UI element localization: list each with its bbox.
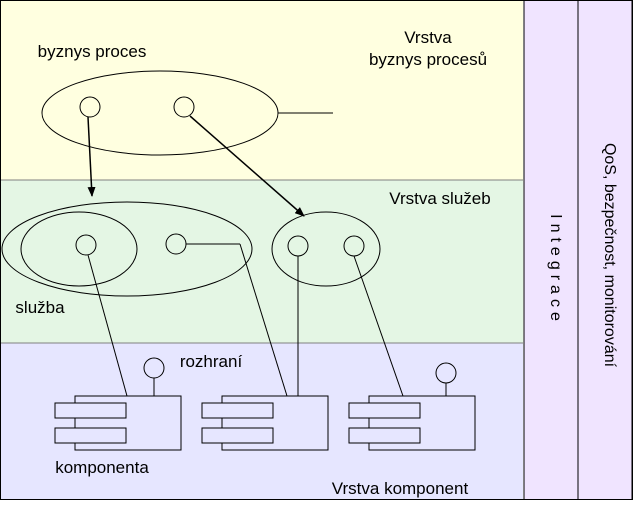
composite-service-outer-ellipse <box>1 201 253 297</box>
qos-column <box>577 0 633 501</box>
business-process-port-left <box>79 96 101 118</box>
service-label: služba <box>15 298 65 317</box>
component-1-tab-bottom <box>54 427 127 444</box>
inner-service-port <box>75 234 97 256</box>
component-2-body <box>221 395 329 451</box>
component-1-tab-top <box>54 402 127 419</box>
component-3-tab-top <box>348 402 421 419</box>
interface-label: rozhraní <box>180 352 243 371</box>
component-layer-title: Vrstva komponent <box>332 479 469 498</box>
inner-service-ellipse <box>20 211 138 287</box>
link-composite-to-component-2 <box>239 243 288 397</box>
qos-label: QoS, bezpečnost, monitorování <box>601 143 618 368</box>
component-layer <box>0 343 523 500</box>
business-process-layer <box>0 0 523 180</box>
business-layer-title-line2: byznys procesů <box>369 50 487 69</box>
business-layer-title-line1: Vrstva <box>404 28 452 47</box>
component-3-body <box>368 395 476 451</box>
component-3 <box>348 362 476 451</box>
integration-label: Integrace <box>547 214 564 326</box>
service-layer <box>0 180 523 343</box>
component-2 <box>201 395 329 451</box>
component-1 <box>54 357 182 451</box>
arrow-to-service-right <box>189 115 305 217</box>
service-right-ellipse <box>271 211 381 287</box>
business-process-label: byznys proces <box>38 42 147 61</box>
component-2-tab-bottom <box>201 427 274 444</box>
link-service-right-to-component-3 <box>353 255 404 397</box>
business-process-port-right <box>173 96 195 118</box>
integration-column <box>523 0 579 501</box>
service-layer-title: Vrstva služeb <box>389 189 490 208</box>
component-3-tab-bottom <box>348 427 421 444</box>
component-label: komponenta <box>55 458 149 477</box>
arrow-to-service-left <box>87 116 96 197</box>
component-1-body <box>74 395 182 451</box>
link-inner-service-to-component-1 <box>87 254 128 397</box>
component-2-tab-top <box>201 402 274 419</box>
